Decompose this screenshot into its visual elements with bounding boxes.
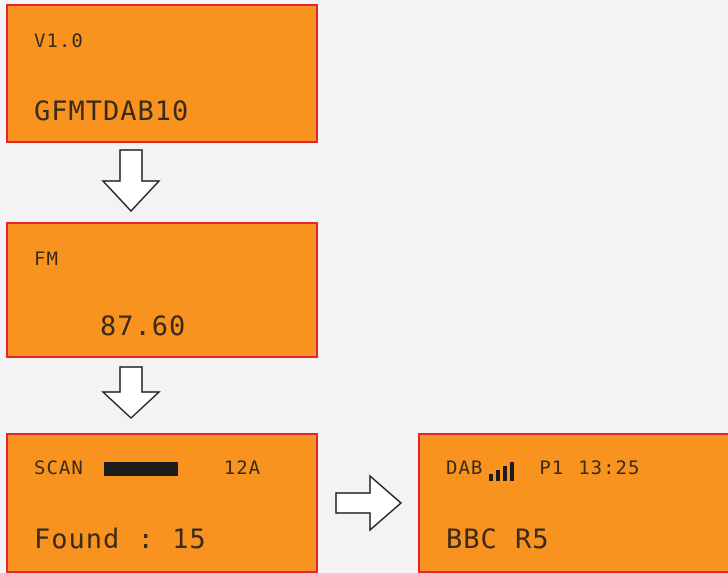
found-label: Found bbox=[34, 524, 121, 555]
arrow-right-icon bbox=[335, 474, 403, 532]
model-name: GFMTDAB10 bbox=[34, 96, 190, 127]
fm-frequency: 87.60 bbox=[100, 311, 187, 342]
scan-progress-bar bbox=[103, 461, 178, 476]
signal-strength-icon bbox=[489, 459, 517, 481]
dab-label: DAB bbox=[446, 457, 484, 479]
firmware-version: V1.0 bbox=[34, 30, 84, 52]
station-name: BBC R5 bbox=[446, 524, 550, 555]
version-screen: V1.0 GFMTDAB10 bbox=[6, 4, 318, 143]
fm-screen: FM 87.60 bbox=[6, 222, 318, 358]
scan-screen: SCAN 12A Found : 15 bbox=[6, 433, 318, 573]
clock-time: 13:25 bbox=[578, 457, 641, 479]
arrow-down-icon bbox=[101, 149, 161, 213]
scan-label: SCAN bbox=[34, 457, 84, 479]
scan-channel: 12A bbox=[223, 457, 262, 479]
found-line: Found : 15 bbox=[34, 524, 207, 555]
preset-label: P1 bbox=[539, 457, 565, 479]
arrow-down-icon bbox=[101, 366, 161, 420]
found-separator: : bbox=[137, 524, 155, 555]
scan-status-line: SCAN 12A bbox=[34, 457, 261, 479]
dab-status-line: DAB P1 13:25 bbox=[446, 457, 641, 481]
mode-label: FM bbox=[34, 248, 59, 270]
found-count: 15 bbox=[172, 524, 207, 555]
dab-screen: DAB P1 13:25 BBC R5 bbox=[418, 433, 728, 573]
